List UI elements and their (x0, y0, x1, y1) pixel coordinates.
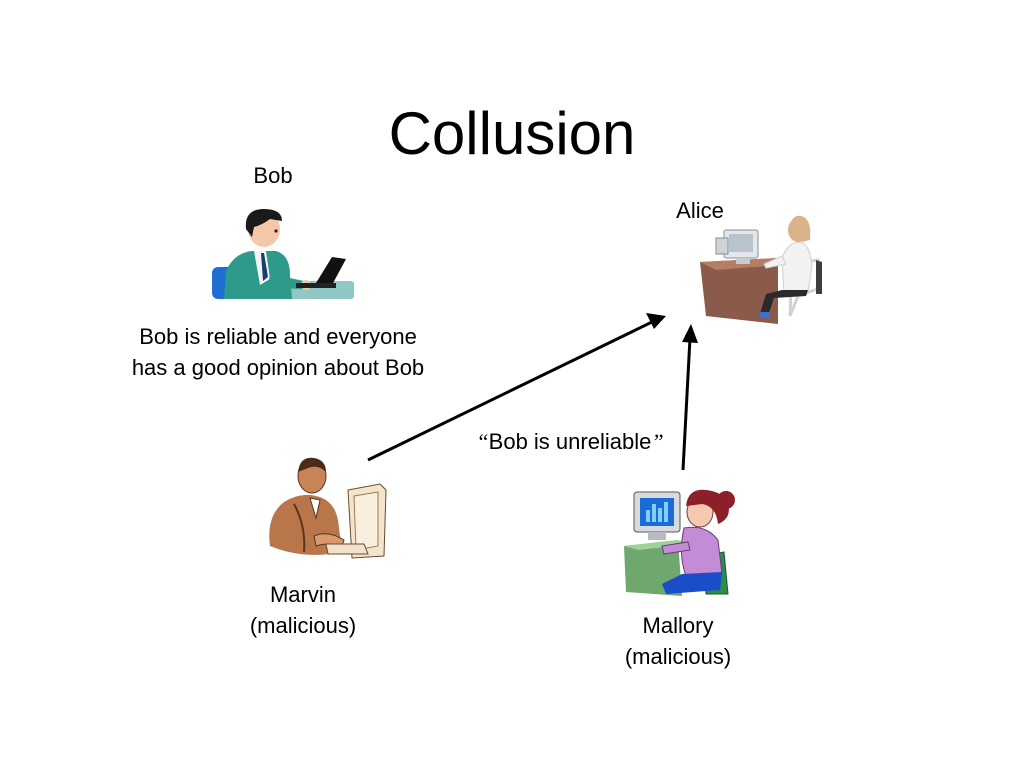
bob-at-laptop-icon (212, 209, 354, 299)
mallory-name-label: Mallory (642, 613, 714, 638)
mallory-role-label: (malicious) (624, 644, 732, 669)
mallory-to-alice-arrowhead (682, 324, 698, 343)
slide-title: Collusion (388, 100, 636, 167)
marvin-to-alice-arrowhead (646, 313, 666, 329)
unreliable-quote: “Bob is unreliable” (440, 426, 700, 457)
quote-text: Bob is unreliable (488, 429, 652, 454)
mallory-at-computer-icon (624, 489, 735, 596)
close-quote-mark: ” (651, 429, 664, 454)
marvin-name-label: Marvin (269, 582, 336, 607)
marvin-at-computer-icon (269, 457, 387, 559)
mallory-to-alice-arrow (681, 337, 692, 471)
marvin-to-alice-arrow (367, 320, 653, 462)
bob-name-label: Bob (253, 163, 293, 188)
alice-at-desk-icon (700, 215, 822, 324)
open-quote-mark: “ (476, 429, 489, 454)
bob-note-line-1: Bob is reliable and everyone (139, 324, 417, 349)
marvin-role-label: (malicious) (249, 613, 357, 638)
bob-note-line-2: has a good opinion about Bob (131, 355, 425, 380)
alice-name-label: Alice (676, 198, 724, 223)
